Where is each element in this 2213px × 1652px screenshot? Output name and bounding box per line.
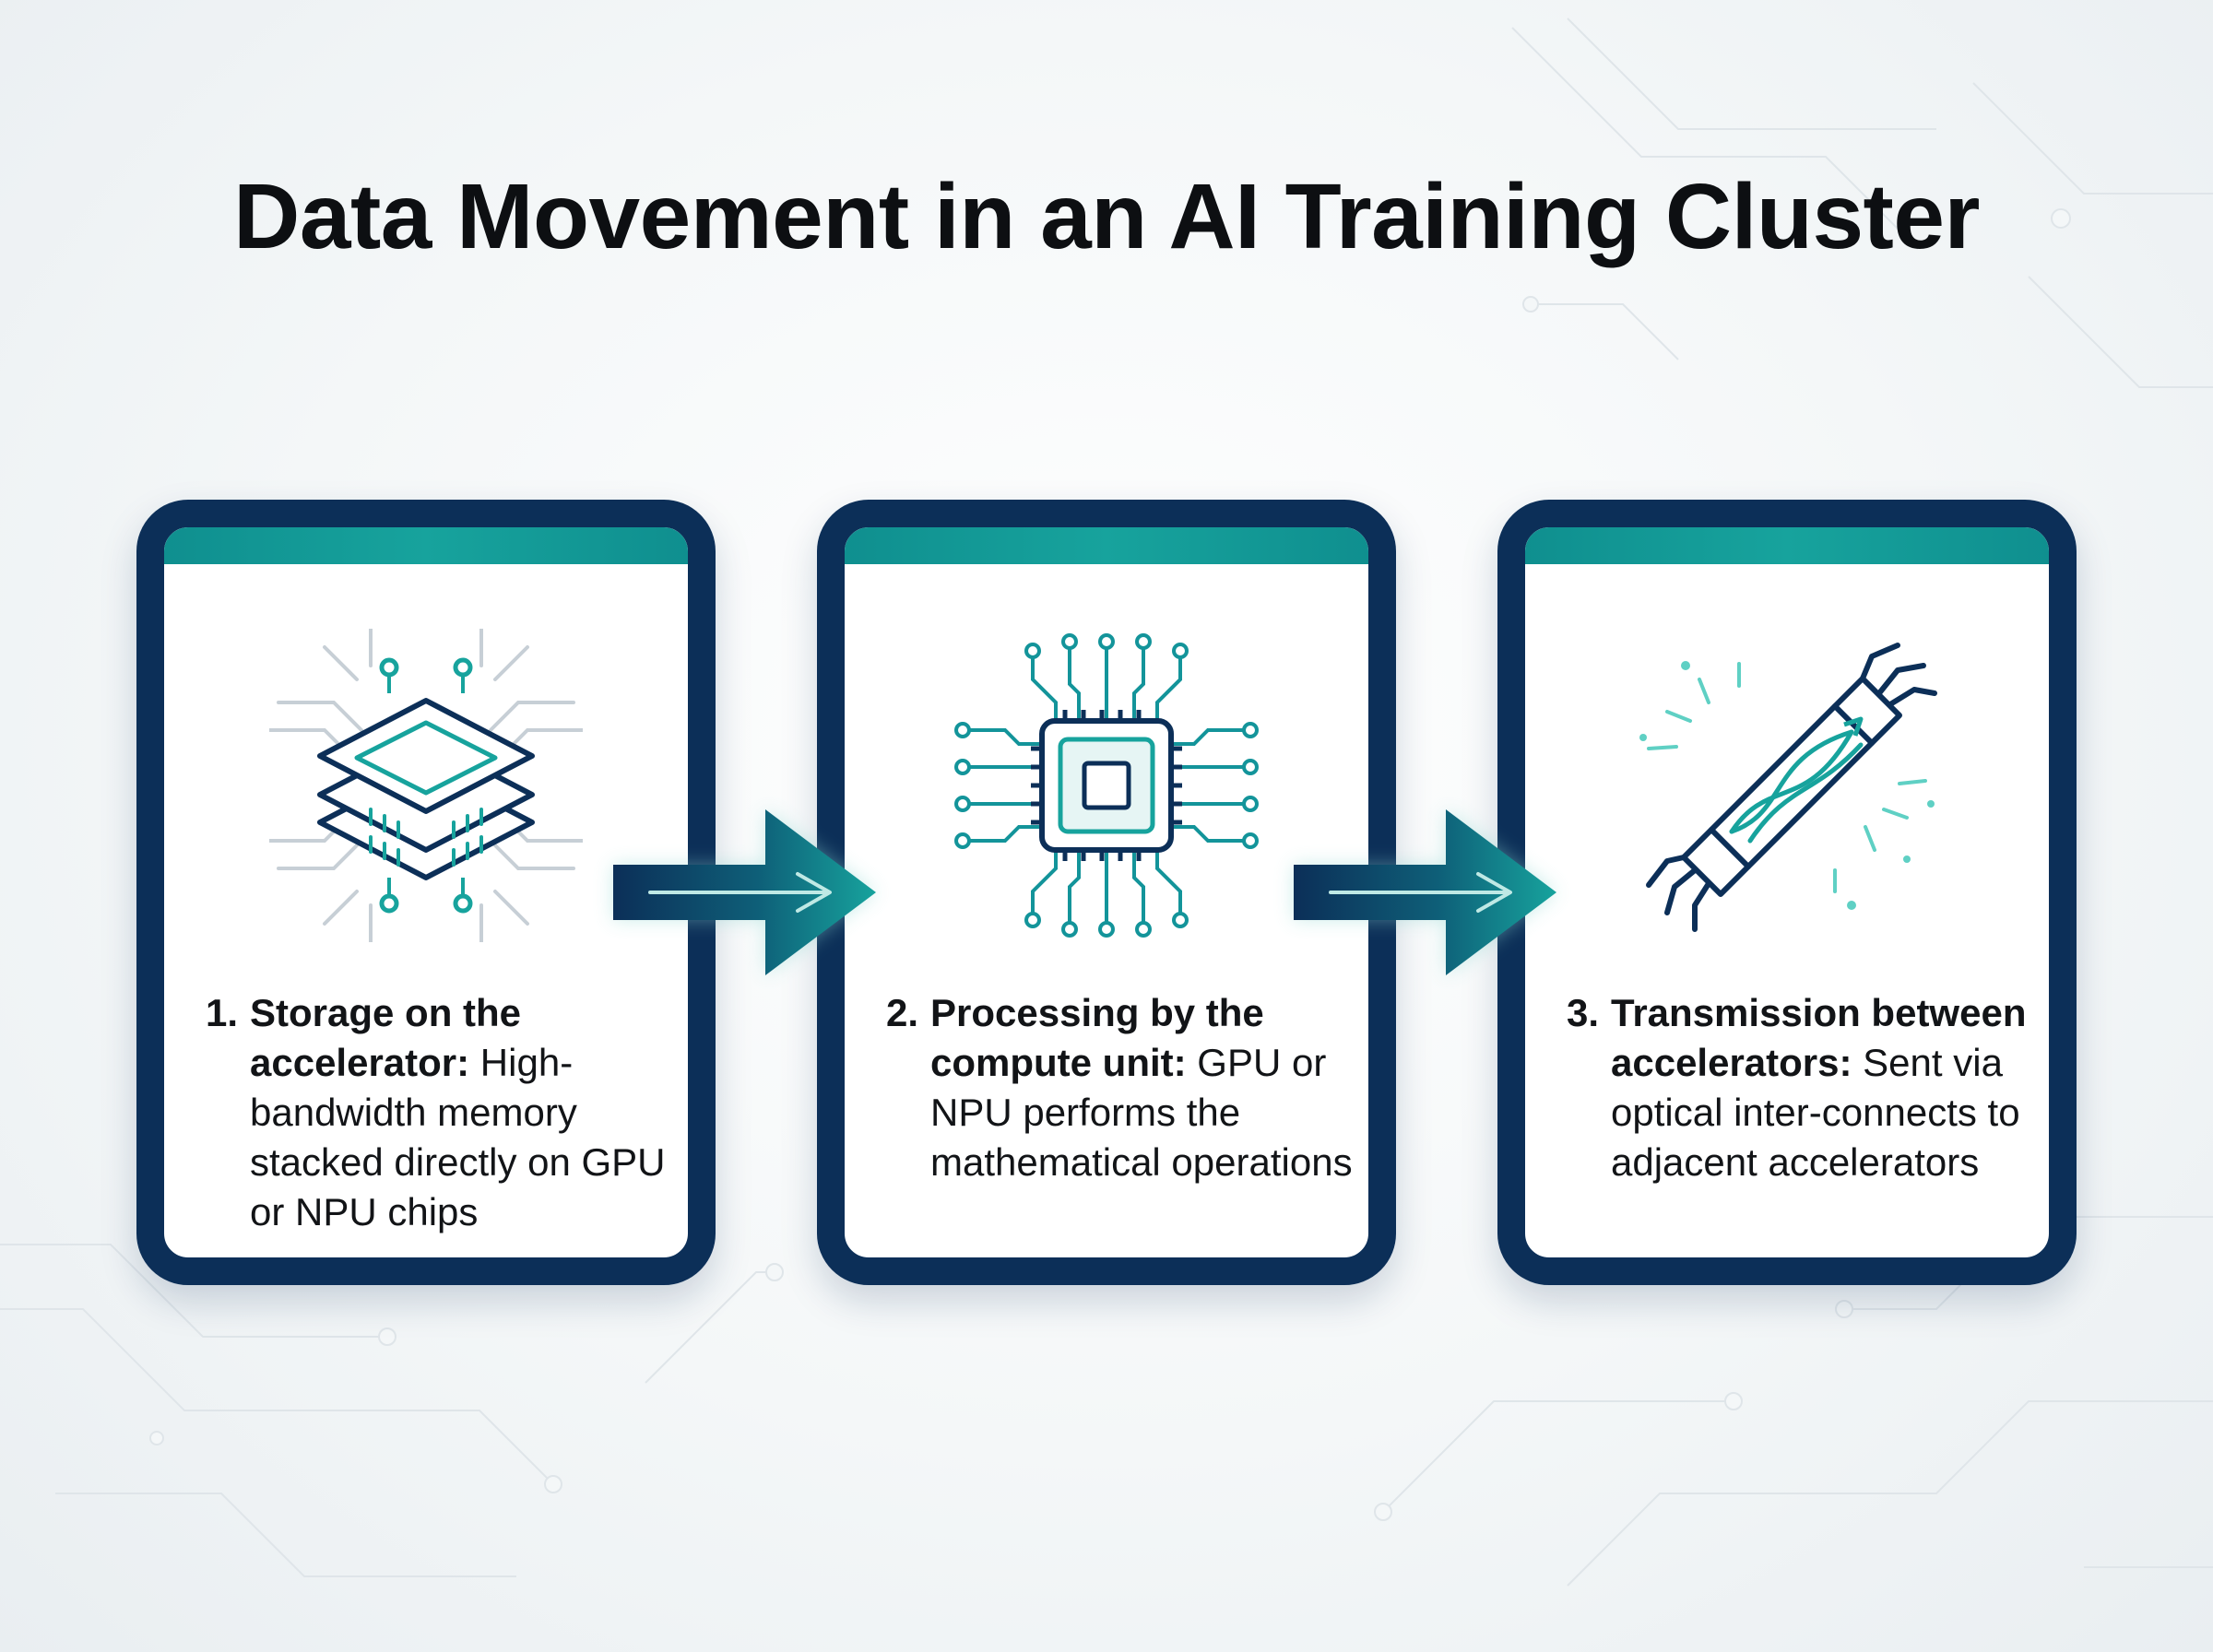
step-card-transmission: 3. Transmission between accelerators: Se… [1497, 500, 2077, 1285]
optical-interconnect-icon [1639, 643, 1937, 932]
step-body: High-bandwidth memory stacked directly o… [250, 1041, 666, 1233]
step-card-storage: 1. Storage on the accelerator: High-band… [136, 500, 716, 1285]
processor-chip-icon [954, 633, 1259, 938]
step-body: Sent via optical inter-connects to adjac… [1611, 1041, 2020, 1184]
card-accent-band [845, 527, 1368, 564]
card-accent-band [1525, 527, 2049, 564]
step-heading: Storage on the accelerator: [250, 991, 522, 1084]
stacked-memory-icon [269, 629, 583, 942]
step-description: 3. Transmission between accelerators: Se… [1567, 988, 2046, 1187]
step-number: 3. [1567, 991, 1600, 1034]
step-heading: Transmission between accelerators: [1611, 991, 2027, 1084]
page-title: Data Movement in an AI Training Cluster [233, 165, 1980, 268]
step-description: 2. Processing by the compute unit: GPU o… [886, 988, 1366, 1187]
card-accent-band [164, 527, 688, 564]
step-heading: Processing by the compute unit: [930, 991, 1264, 1084]
flow-arrow-storage-to-processing [613, 809, 876, 975]
step-number: 1. [206, 991, 239, 1034]
step-body: GPU or NPU performs the mathematical ope… [930, 1041, 1353, 1184]
flow-arrow-processing-to-transmission [1294, 809, 1556, 975]
step-description: 1. Storage on the accelerator: High-band… [206, 988, 685, 1237]
step-number: 2. [886, 991, 919, 1034]
